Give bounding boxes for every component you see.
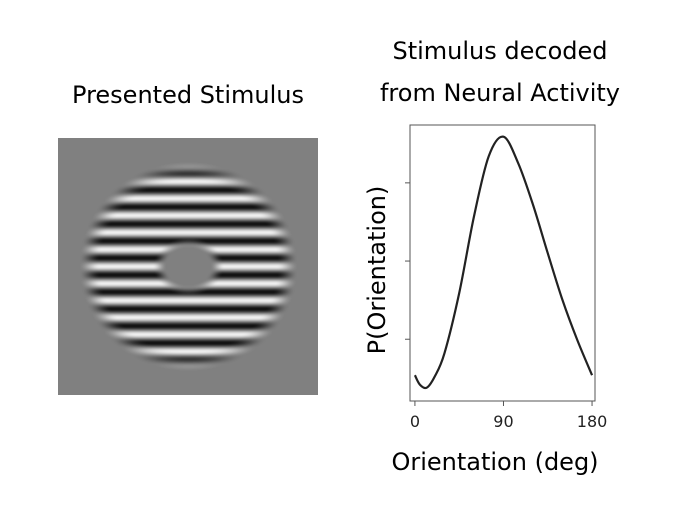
plot-frame (409, 124, 596, 402)
presented-stimulus-grating (58, 138, 318, 395)
y-axis-label: P(Orientation) (363, 186, 391, 355)
x-tick-label: 0 (410, 412, 420, 431)
decoded-distribution-line (413, 135, 594, 390)
stimulus-title: Presented Stimulus (72, 81, 304, 109)
decoded-title-line2: from Neural Activity (379, 79, 621, 107)
decoded-title-line1: Stimulus decoded (392, 37, 608, 65)
x-tick-label: 180 (577, 412, 608, 431)
x-axis-label: Orientation (deg) (391, 448, 598, 476)
x-tick-label: 90 (493, 412, 513, 431)
